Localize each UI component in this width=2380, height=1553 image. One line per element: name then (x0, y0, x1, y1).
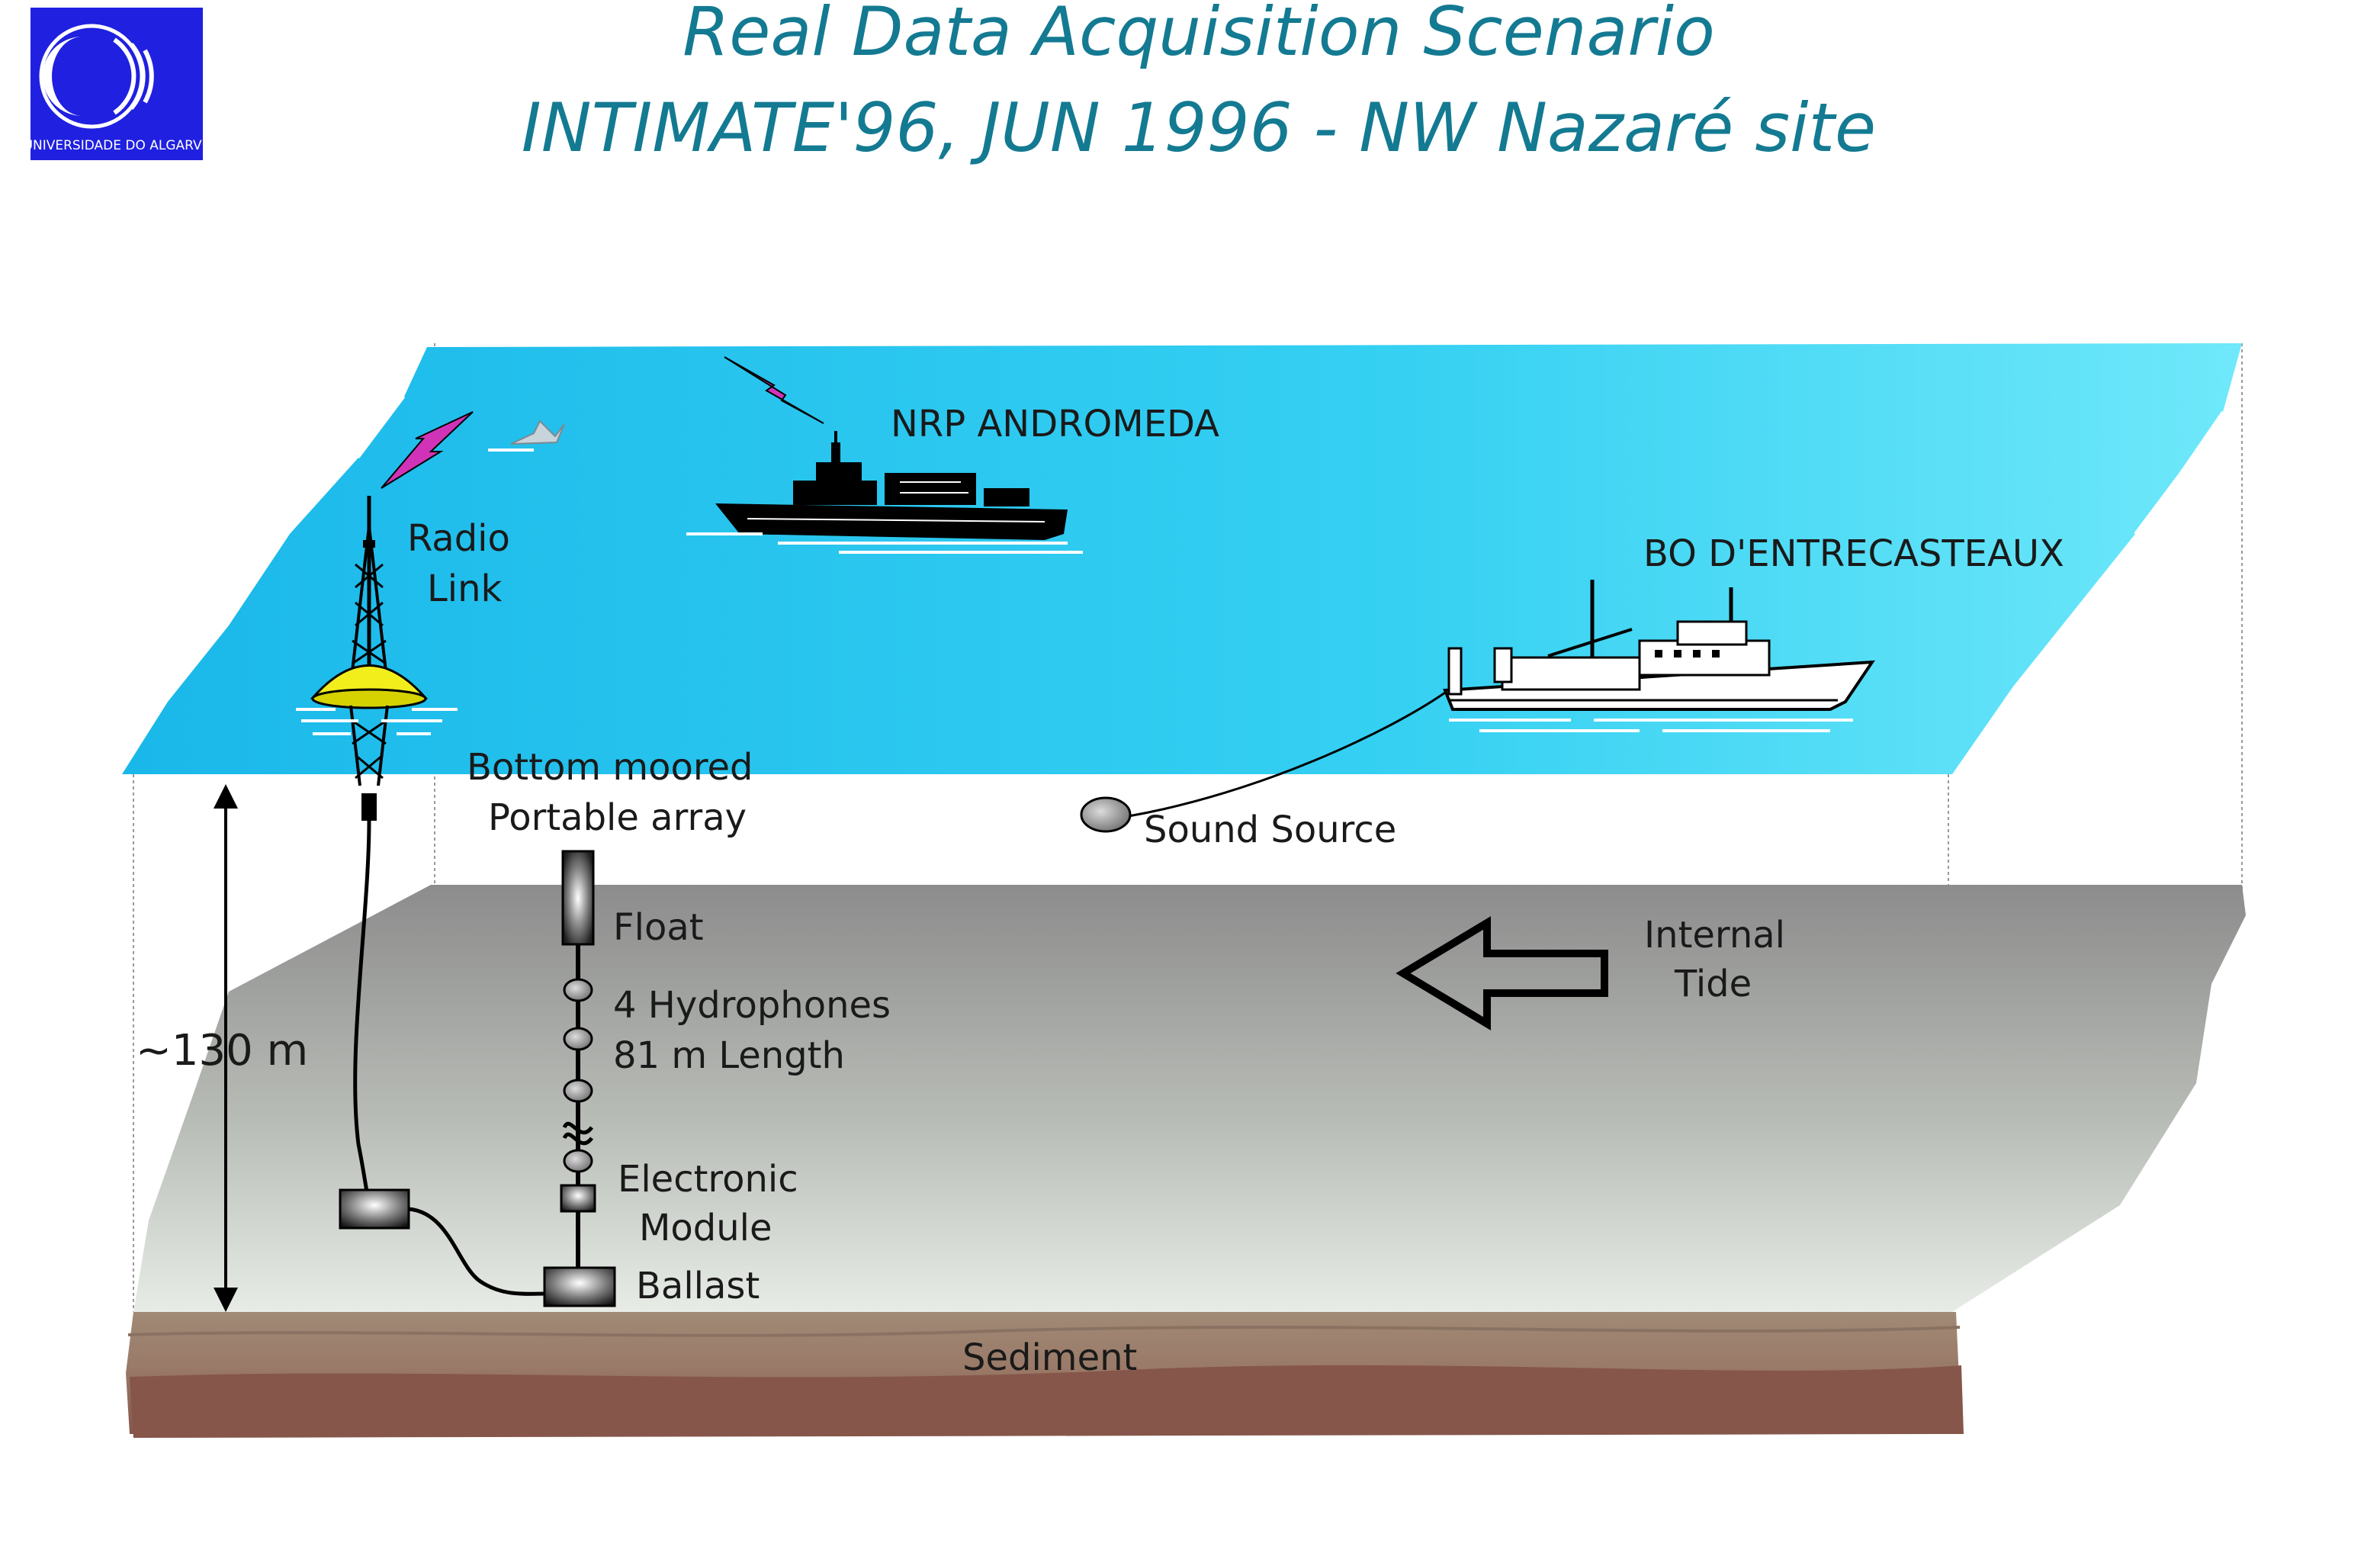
array-label-2: Portable array (488, 796, 747, 839)
length-label: 81 m Length (613, 1034, 845, 1077)
title-line-1: Real Data Acquisition Scenario (683, 0, 1715, 71)
hydrophone-icon (563, 1027, 593, 1051)
tide-label: Tide (1674, 963, 1752, 1005)
link-label: Link (427, 568, 503, 610)
electronic-label: Electronic (618, 1158, 798, 1201)
research-vessel-icon (1443, 580, 1875, 732)
ballast-icon (543, 1266, 616, 1307)
radio-lightning-icon (381, 411, 474, 489)
float-label: Float (613, 906, 704, 949)
logo-text: UNIVERSIDADE DO ALGARVE (24, 138, 210, 153)
module-label: Module (639, 1207, 772, 1249)
university-logo: UNIVERSIDADE DO ALGARVE (24, 8, 210, 160)
depth-arrow (214, 784, 238, 1312)
electronics-housing (339, 1188, 410, 1230)
buoy-riser-cable (353, 820, 371, 1204)
water-column (133, 885, 2246, 1312)
moored-buoy-icon (296, 496, 458, 821)
sediment-layer (126, 1312, 1964, 1438)
hydrophones-label: 4 Hydrophones (613, 984, 891, 1027)
hydrophone-icon (563, 1079, 593, 1103)
left-arrow-icon (1396, 916, 1608, 1031)
sediment-label: Sediment (962, 1336, 1137, 1379)
seagull-icon (488, 420, 565, 452)
ship2-label: BO D'ENTRECASTEAUX (1643, 532, 2064, 575)
ship1-label: NRP ANDROMEDA (891, 403, 1219, 445)
ballast-label: Ballast (636, 1265, 760, 1307)
tow-cable (1128, 691, 1446, 818)
electronic-module-icon (560, 1184, 596, 1213)
sound-source-label: Sound Source (1144, 809, 1396, 851)
hydrophone-icon (563, 1149, 593, 1173)
internal-label: Internal (1644, 914, 1785, 957)
float-icon (561, 850, 595, 946)
array-label-1: Bottom moored (467, 746, 753, 789)
university-crescent-logo-icon (39, 24, 154, 129)
hydrophone-icon (563, 978, 593, 1002)
radio-lightning-icon-2 (724, 356, 824, 424)
depth-label: ~130 m (136, 1026, 308, 1076)
title-line-2: INTIMATE'96, JUN 1996 - NW Nazaré site (522, 88, 1876, 167)
warship-icon (686, 431, 1083, 554)
ground-cable (408, 1207, 547, 1296)
radio-label: Radio (407, 517, 510, 560)
vertical-array (543, 850, 616, 1307)
sound-source-icon (1080, 796, 1132, 833)
